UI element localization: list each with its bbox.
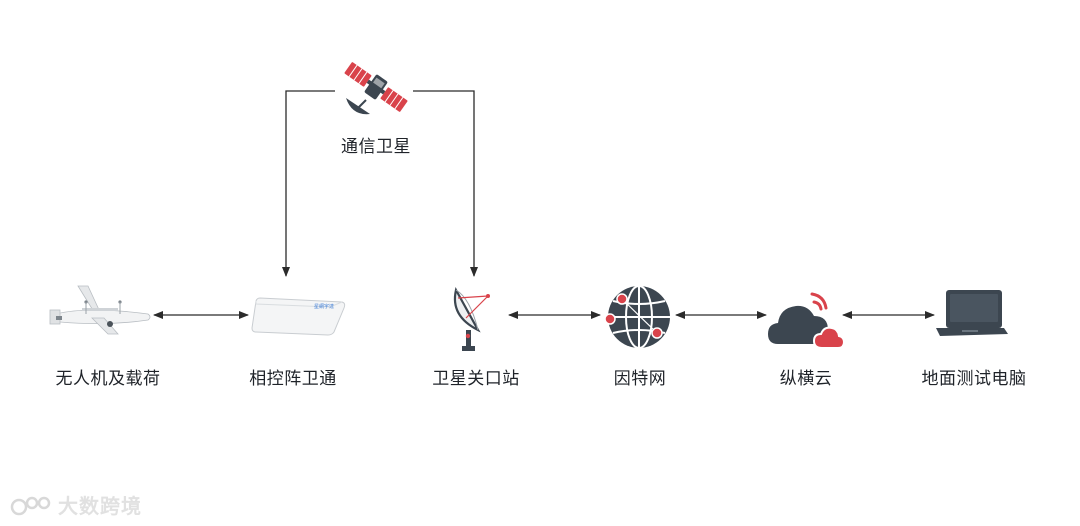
drone-label: 无人机及载荷 [55,369,161,389]
laptop-icon [936,290,1008,336]
drone-icon [49,285,151,335]
gateway-node [448,286,504,356]
internet-node [604,283,673,351]
cloud-icon [768,292,846,349]
device-brand-text: 星網宇達 [314,303,334,310]
internet-label: 因特网 [613,369,667,389]
link-satellite-phased-array [282,90,335,277]
satellite-icon [344,62,408,115]
satellite-label: 通信卫星 [341,137,411,157]
pc-label: 地面测试电脑 [921,369,1027,389]
cloud-label: 纵横云 [779,369,833,389]
watermark-text: 大数跨境 [58,494,142,518]
satellite-node [340,52,412,122]
logo-icon [10,496,51,515]
cloud-node [768,286,846,350]
phased-array-terminal-icon: 星網宇達 [251,297,346,336]
gateway-label: 卫星关口站 [432,369,520,389]
watermark: 大数跨境 [10,490,142,519]
link-satellite-gateway [413,90,478,277]
satellite-dish-icon [453,286,490,351]
drone-node [48,284,158,336]
phased-array-node: 星網宇達 [250,296,346,336]
globe-network-icon [604,285,670,349]
phased-array-label: 相控阵卫通 [249,369,337,389]
pc-node [934,288,1008,338]
